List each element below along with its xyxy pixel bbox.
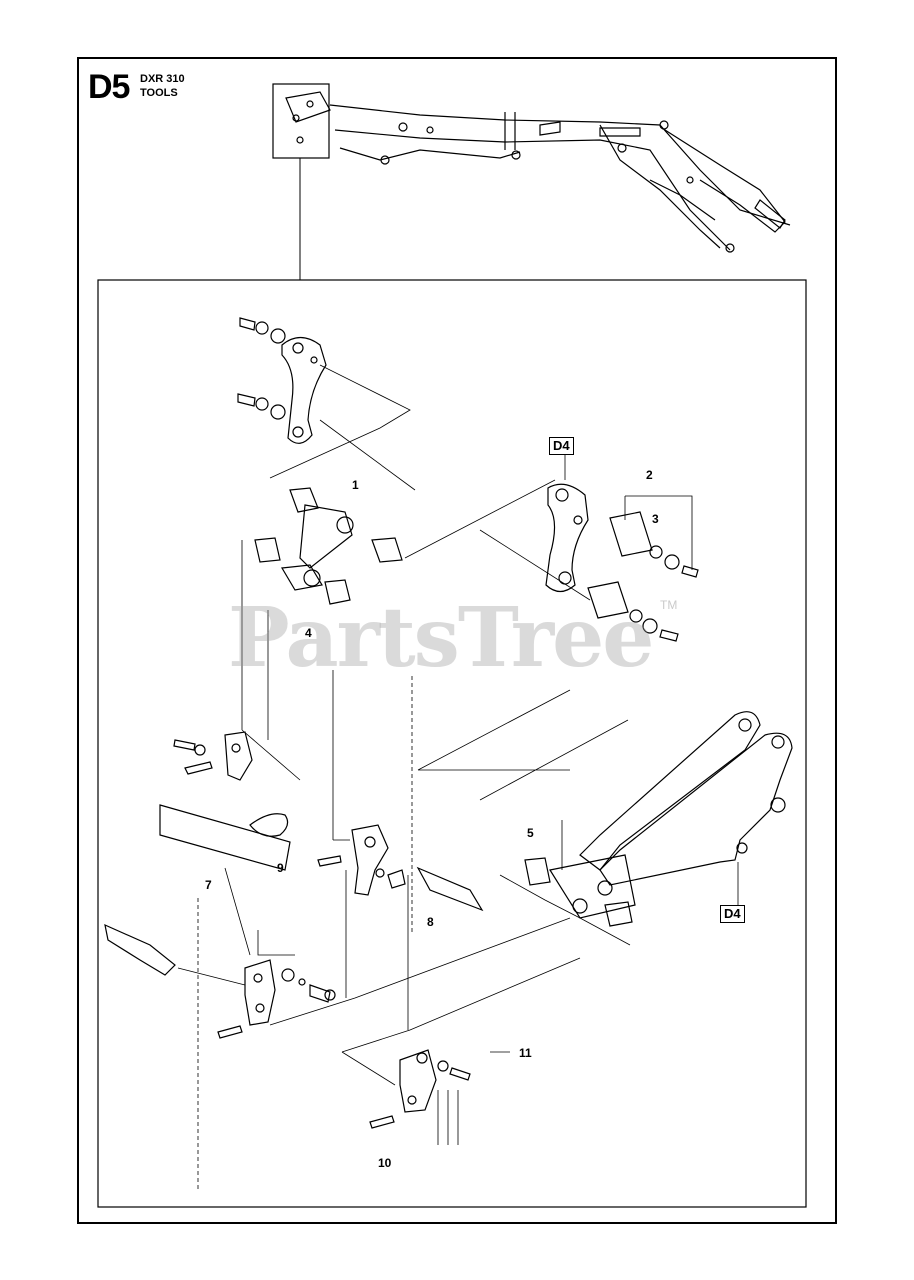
reference-box-d4-upper[interactable]: D4: [549, 437, 574, 455]
overview-boom-sketch: [285, 91, 791, 253]
callout-4[interactable]: 4: [305, 626, 312, 640]
upper-right-plate-assembly: [479, 455, 699, 642]
link-arm-assembly: [241, 479, 556, 781]
callout-11[interactable]: 11: [519, 1046, 532, 1060]
reference-box-d4-lower[interactable]: D4: [720, 905, 745, 923]
boom-arm-assembly: [499, 711, 793, 946]
top-mounting-plate: [237, 317, 416, 491]
outer-frame: [77, 57, 837, 1224]
model-name: DXR 310: [140, 73, 185, 85]
callout-7[interactable]: 7: [205, 878, 212, 892]
callout-5[interactable]: 5: [527, 826, 534, 840]
callout-1[interactable]: 1: [352, 478, 359, 492]
overview-highlight-box: [272, 83, 330, 159]
bottom-lever-assembly: [341, 957, 581, 1145]
left-bracket-assembly: [159, 731, 291, 1190]
callout-9[interactable]: 9: [277, 861, 284, 875]
detail-frame: [97, 279, 807, 1208]
callout-3[interactable]: 3: [652, 512, 659, 526]
watermark-trademark: TM: [660, 598, 678, 612]
callout-8[interactable]: 8: [427, 915, 434, 929]
callout-2[interactable]: 2: [646, 468, 653, 482]
callout-10[interactable]: 10: [378, 1156, 392, 1170]
model-and-section: DXR 310 TOOLS: [140, 72, 185, 100]
center-lever-assembly: [317, 670, 629, 1030]
section-name: TOOLS: [140, 87, 178, 99]
lower-left-lever-assembly: [104, 870, 571, 1039]
watermark-brand: PartsTree: [228, 590, 654, 686]
section-code: D5: [88, 68, 130, 106]
